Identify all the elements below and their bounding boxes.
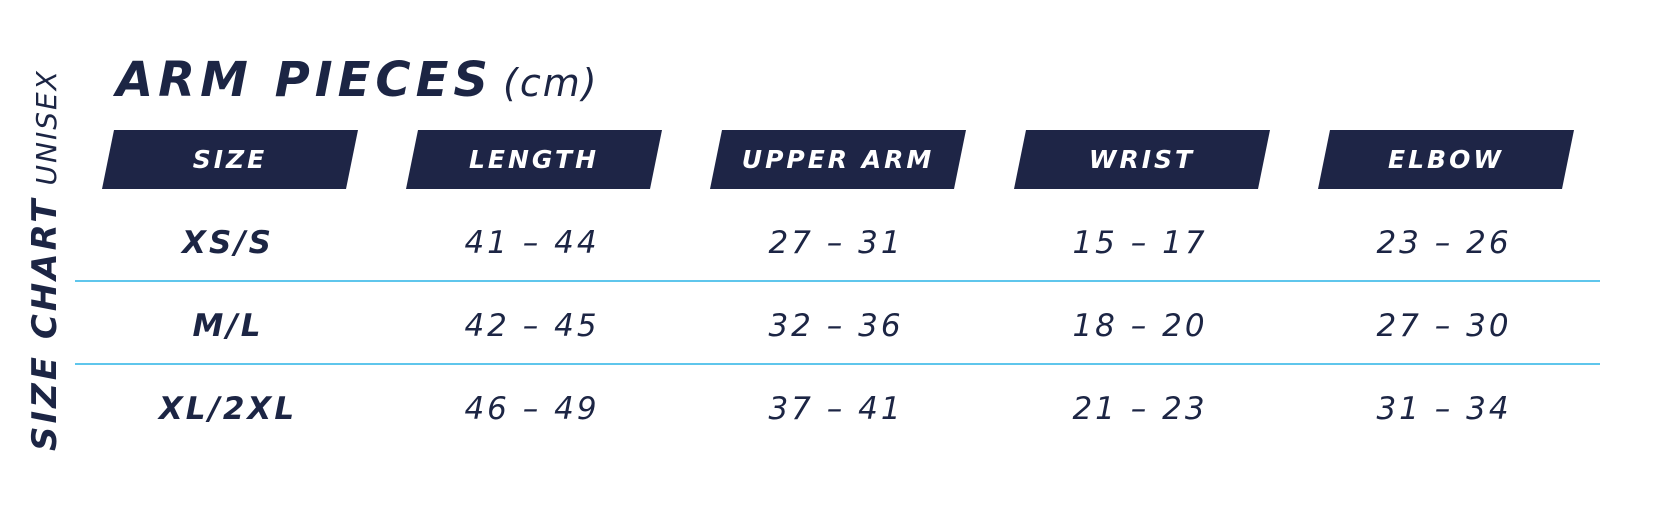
page-title: ARM PIECES(cm): [116, 52, 599, 108]
svg-text:SIZE CHART UNISEX: SIZE CHART UNISEX: [25, 69, 65, 451]
title-unit: (cm): [503, 61, 599, 105]
cell-size: XL/2XL: [158, 391, 298, 427]
row-divider: [75, 363, 1600, 365]
header-elbow: ELBOW: [1318, 130, 1574, 189]
side-label-graphic: SIZE CHART UNISEX: [25, 69, 65, 451]
cell-length: 46 – 49: [464, 391, 600, 427]
size-chart-label: SIZE CHART: [25, 197, 65, 451]
header-length: LENGTH: [406, 130, 662, 189]
cell-upper-arm: 27 – 31: [768, 225, 904, 261]
cell-elbow: 31 – 34: [1376, 391, 1512, 427]
cell-wrist: 18 – 20: [1072, 308, 1208, 344]
cell-elbow: 27 – 30: [1376, 308, 1512, 344]
cell-upper-arm: 32 – 36: [768, 308, 904, 344]
cell-length: 41 – 44: [464, 225, 600, 261]
unisex-label: UNISEX: [30, 69, 63, 185]
cell-wrist: 21 – 23: [1072, 391, 1208, 427]
cell-size: XS/S: [182, 225, 274, 261]
cell-size: M/L: [192, 308, 264, 344]
header-wrist: WRIST: [1014, 130, 1270, 189]
cell-upper-arm: 37 – 41: [768, 391, 904, 427]
header-size: SIZE: [102, 130, 358, 189]
cell-elbow: 23 – 26: [1376, 225, 1512, 261]
cell-wrist: 15 – 17: [1072, 225, 1208, 261]
cell-length: 42 – 45: [464, 308, 600, 344]
header-upper-arm: UPPER ARM: [710, 130, 966, 189]
title-main: ARM PIECES: [116, 52, 493, 108]
side-label: SIZE CHART UNISEX: [12, 56, 68, 456]
row-divider: [75, 280, 1600, 282]
